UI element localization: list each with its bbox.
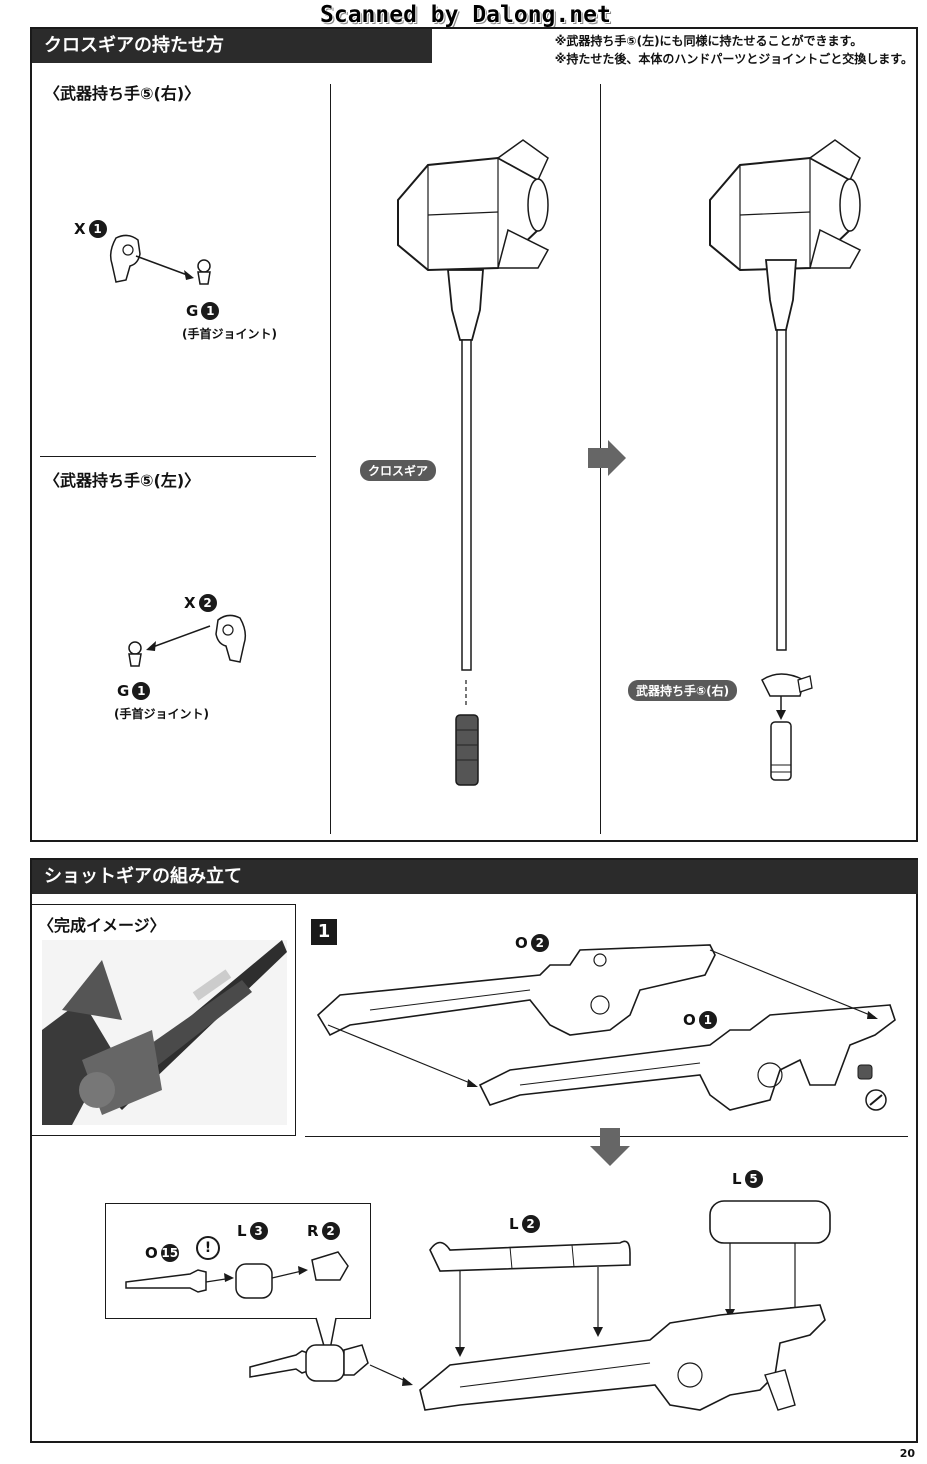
completed-figure-illustration: [42, 940, 287, 1125]
hand-part-x2-drawing: [215, 614, 247, 663]
left-hand-heading: 〈武器持ち手⑤(左)〉: [44, 471, 201, 490]
part-letter: L: [509, 1215, 519, 1233]
cross-gear-drawing: [397, 139, 550, 786]
joint-g1-drawing: [128, 641, 142, 667]
part-l2-label: L 2: [509, 1215, 540, 1233]
part-number: 2: [530, 934, 549, 952]
cross-gear-assembled-drawing: [709, 139, 862, 781]
next-step-arrow: [588, 440, 626, 476]
note-1: ※武器持ち手⑤(左)にも同様に持たせることができます。: [554, 34, 863, 48]
part-o2-label: O 2: [515, 934, 549, 952]
part-letter: L: [732, 1170, 742, 1188]
part-letter: X: [74, 220, 86, 238]
part-number: 1: [88, 220, 107, 238]
page-number: 20: [899, 1447, 915, 1460]
part-number: 15: [160, 1244, 179, 1262]
completed-image-box: [30, 904, 296, 1136]
assembly-arrow-right: [135, 255, 194, 280]
weapon-hand-label: 武器持ち手⑤(右): [628, 680, 738, 701]
wrist-joint-caption-left: (手首ジョイント): [114, 707, 209, 721]
part-number: 1: [132, 682, 151, 700]
muzzle-parts-drawing: [125, 1251, 349, 1299]
step-number: 1: [311, 919, 337, 945]
part-number: 2: [521, 1215, 540, 1233]
part-number: 1: [698, 1011, 717, 1029]
section-shot-gear: ショットギアの組み立て: [30, 858, 918, 1443]
frame-parts-drawing: [316, 944, 896, 1111]
part-l3-label: L 3: [237, 1222, 268, 1240]
part-number: 2: [198, 594, 217, 612]
part-letter: O: [145, 1244, 158, 1262]
notes: ※武器持ち手⑤(左)にも同様に持たせることができます。 ※持たせた後、本体のハン…: [555, 32, 913, 68]
part-letter: O: [683, 1011, 696, 1029]
hand-part-x1-drawing: [109, 234, 141, 283]
section-title: ショットギアの組み立て: [32, 860, 918, 894]
part-x2-label: X 2: [184, 594, 217, 612]
part-number: 3: [249, 1222, 268, 1240]
part-g1-label-left: G 1: [117, 682, 151, 700]
wrist-joint-caption: (手首ジョイント): [182, 327, 277, 341]
part-letter: R: [307, 1222, 319, 1240]
note-2: ※持たせた後、本体のハンドパーツとジョイントごと交換します。: [554, 52, 913, 66]
part-number: 2: [321, 1222, 340, 1240]
part-letter: X: [184, 594, 196, 612]
section-title: クロスギアの持たせ方: [32, 29, 432, 63]
part-letter: L: [237, 1222, 247, 1240]
part-letter: O: [515, 934, 528, 952]
watermark: Scanned by Dalong.net: [320, 2, 611, 28]
down-arrow: [590, 1128, 630, 1166]
part-g1-label: G 1: [186, 302, 220, 320]
part-number: 5: [744, 1170, 763, 1188]
divider-left-rows: [40, 456, 316, 457]
part-number: 1: [201, 302, 220, 320]
part-r2-label: R 2: [307, 1222, 340, 1240]
assembly-arrow-left: [146, 625, 211, 651]
part-l5-label: L 5: [732, 1170, 763, 1188]
completed-image-heading: 〈完成イメージ〉: [38, 916, 166, 935]
cross-gear-label: クロスギア: [360, 460, 437, 481]
final-assembly-drawing: [249, 1200, 831, 1411]
section-cross-gear: クロスギアの持たせ方: [30, 27, 918, 842]
part-o15-label: O 15: [145, 1244, 179, 1262]
part-x1-label: X 1: [74, 220, 107, 238]
right-hand-heading: 〈武器持ち手⑤(右)〉: [44, 84, 201, 103]
joint-g1-drawing: [197, 259, 211, 285]
part-letter: G: [117, 682, 130, 700]
part-o1-label: O 1: [683, 1011, 717, 1029]
part-letter: G: [186, 302, 199, 320]
sub-assembly-box: [105, 1203, 371, 1319]
caution-icon: !: [196, 1236, 220, 1260]
divider-col-1: [330, 84, 331, 834]
